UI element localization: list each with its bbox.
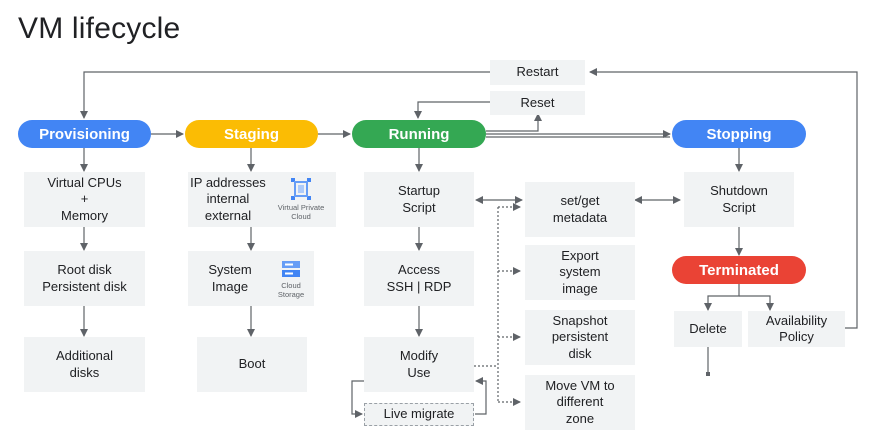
cpu-memory-box: Virtual CPUs + Memory: [24, 172, 145, 227]
state-stopping: Stopping: [672, 120, 806, 148]
modify-use-box: Modify Use: [364, 337, 474, 392]
storage-caption: Cloud Storage: [277, 281, 305, 299]
shutdown-script-box: Shutdown Script: [684, 172, 794, 227]
root-disk-box: Root disk Persistent disk: [24, 251, 145, 306]
access-label: Access SSH | RDP: [386, 262, 452, 294]
live-migrate-label: Live migrate: [383, 406, 455, 422]
state-provisioning-label: Provisioning: [39, 125, 130, 143]
vpc-icon-group: Virtual Private Cloud: [268, 176, 334, 221]
arrow-running-reset: [486, 113, 542, 132]
cpu-memory-label: Virtual CPUs + Memory: [47, 175, 122, 223]
startup-script-label: Startup Script: [398, 183, 440, 215]
system-image-box: System Image: [188, 251, 314, 306]
snapshot-disk-box: Snapshot persistent disk: [525, 310, 635, 365]
ip-addresses-label: IP addresses internal external: [190, 175, 266, 223]
state-terminated-label: Terminated: [699, 261, 779, 279]
page-title: VM lifecycle: [18, 12, 181, 45]
state-staging-label: Staging: [224, 125, 279, 143]
reset-box: Reset: [490, 91, 585, 115]
arrow-reset-running: [414, 101, 490, 119]
modify-use-label: Modify Use: [399, 348, 439, 380]
arrow-availability-restart: [589, 68, 858, 329]
ip-addresses-box: IP addresses internal external: [188, 172, 336, 227]
state-running: Running: [352, 120, 486, 148]
export-image-label: Export system image: [559, 248, 601, 296]
export-image-box: Export system image: [525, 245, 635, 300]
snapshot-disk-label: Snapshot persistent disk: [551, 313, 609, 361]
availability-policy-label: Availability Policy: [765, 312, 828, 344]
system-image-label: System Image: [208, 262, 252, 294]
move-vm-label: Move VM to different zone: [545, 378, 615, 426]
additional-disks-box: Additional disks: [24, 337, 145, 392]
delete-label: Delete: [689, 320, 727, 336]
boot-label: Boot: [238, 356, 266, 372]
delete-box: Delete: [674, 311, 742, 347]
state-stopping-label: Stopping: [706, 125, 772, 143]
access-box: Access SSH | RDP: [364, 251, 474, 306]
move-vm-box: Move VM to different zone: [525, 375, 635, 430]
boot-box: Boot: [197, 337, 307, 392]
availability-policy-box: Availability Policy: [748, 311, 845, 347]
live-migrate-box: Live migrate: [364, 403, 474, 426]
state-staging: Staging: [185, 120, 318, 148]
additional-disks-label: Additional disks: [55, 348, 114, 380]
root-disk-label: Root disk Persistent disk: [42, 262, 127, 294]
restart-label: Restart: [516, 64, 559, 80]
vpc-icon: [291, 178, 311, 200]
storage-icon-group: Cloud Storage: [272, 258, 310, 299]
delete-endpoint: [706, 372, 710, 376]
state-running-label: Running: [388, 125, 450, 143]
startup-script-box: Startup Script: [364, 172, 474, 227]
shutdown-script-label: Shutdown Script: [710, 183, 768, 215]
cloud-storage-icon: [282, 261, 300, 277]
state-provisioning: Provisioning: [18, 120, 151, 148]
state-terminated: Terminated: [672, 256, 806, 284]
vpc-caption: Virtual Private Cloud: [277, 203, 325, 221]
arrow-restart-provisioning: [80, 71, 490, 119]
metadata-box: set/get metadata: [525, 182, 635, 237]
reset-label: Reset: [520, 94, 555, 110]
restart-box: Restart: [490, 60, 585, 85]
metadata-label: set/get metadata: [552, 193, 608, 225]
